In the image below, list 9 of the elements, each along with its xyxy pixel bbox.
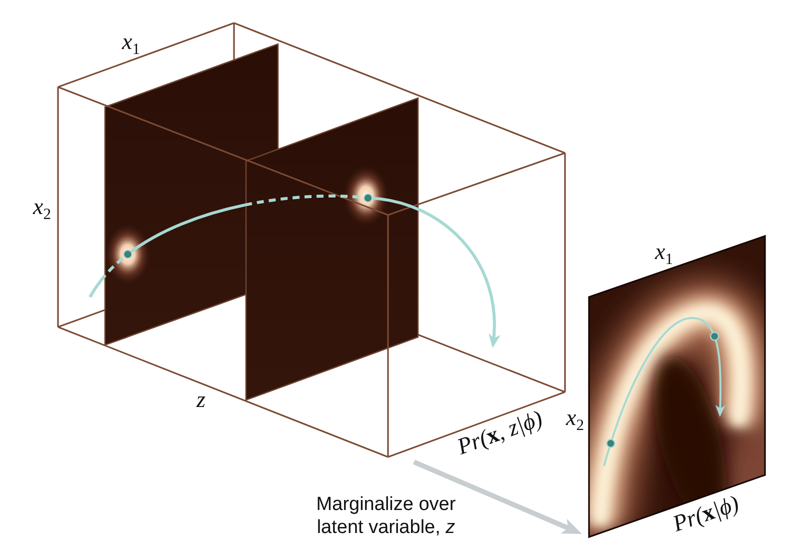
edge-label: Marginalize over latent variable, z [315,493,457,539]
axis-label: x$_{1}$ [654,240,674,264]
axis-label: x$_{2}$ [32,194,52,220]
arrow [413,460,582,534]
formula-label: Pr(x|ϕ) [670,492,742,536]
axis-label: x$_{1}$ [122,30,140,54]
axis-label: x$_{2}$ [566,406,584,430]
formula-label: Pr(x, z|ϕ) [454,406,546,460]
axis-label: z [196,388,206,412]
